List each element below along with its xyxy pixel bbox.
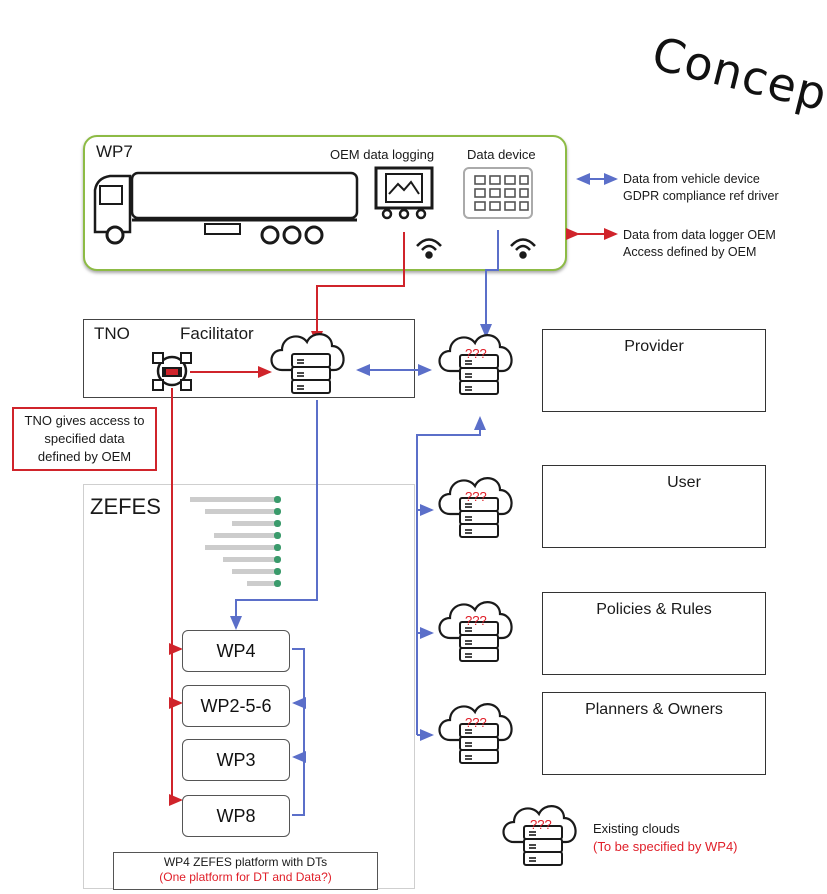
zefes-platform-note: WP4 ZEFES platform with DTs (One platfor… bbox=[113, 852, 378, 890]
access-note-line: specified data bbox=[44, 431, 125, 446]
existing-cloud-legend-icon bbox=[502, 805, 577, 867]
existing-cloud-icon bbox=[438, 703, 513, 765]
planners-panel[interactable]: Planners & Owners bbox=[542, 692, 766, 775]
zefes-label: ZEFES bbox=[90, 494, 161, 519]
facilitator-robot-icon bbox=[152, 352, 192, 391]
access-note-line: TNO gives access to bbox=[24, 413, 145, 428]
data-device-icon bbox=[463, 167, 533, 219]
existing-clouds-note: (To be specified by WP4) bbox=[593, 839, 738, 854]
tno-label: TNO bbox=[94, 324, 130, 343]
wp3-node[interactable]: WP3 bbox=[182, 739, 290, 781]
data-device-label: Data device bbox=[467, 147, 536, 162]
legend-blue-line: GDPR compliance ref driver bbox=[623, 189, 779, 203]
cloud-unknown-mark: ??? bbox=[465, 346, 487, 361]
planners-title: Planners & Owners bbox=[585, 701, 723, 718]
platform-line: WP4 ZEFES platform with DTs bbox=[163, 855, 328, 869]
tno-cloud-icon bbox=[270, 333, 345, 395]
existing-cloud-icon bbox=[438, 334, 513, 396]
legend-red-text: Data from data logger OEM Access defined… bbox=[623, 227, 776, 261]
provider-panel[interactable]: Provider bbox=[542, 329, 766, 412]
legend-red-line: Data from data logger OEM bbox=[623, 228, 776, 242]
policies-panel[interactable]: Policies & Rules bbox=[542, 592, 766, 675]
cloud-unknown-mark: ??? bbox=[530, 817, 552, 832]
existing-cloud-icon bbox=[438, 601, 513, 663]
wp4-node[interactable]: WP4 bbox=[182, 630, 290, 672]
hierarchy-bars-icon bbox=[190, 496, 281, 587]
cloud-unknown-mark: ??? bbox=[465, 489, 487, 504]
existing-cloud-icon bbox=[438, 477, 513, 539]
legend-blue-line: Data from vehicle device bbox=[623, 172, 760, 186]
existing-clouds-legend: Existing clouds (To be specified by WP4) bbox=[593, 820, 738, 856]
facilitator-label: Facilitator bbox=[180, 324, 254, 343]
wp8-node[interactable]: WP8 bbox=[182, 795, 290, 837]
user-panel[interactable]: User bbox=[542, 465, 766, 548]
provider-title: Provider bbox=[624, 338, 684, 355]
cloud-unknown-mark: ??? bbox=[465, 715, 487, 730]
oem-logger-icon bbox=[374, 166, 434, 220]
tno-facilitator-box bbox=[83, 319, 415, 398]
cloud-unknown-mark: ??? bbox=[465, 613, 487, 628]
user-title: User bbox=[667, 474, 701, 491]
wifi-icon bbox=[510, 238, 536, 259]
oem-logging-label: OEM data logging bbox=[330, 147, 435, 162]
wp2-5-6-node[interactable]: WP2-5-6 bbox=[182, 685, 290, 727]
truck-icon bbox=[93, 171, 359, 245]
policies-title: Policies & Rules bbox=[596, 601, 712, 618]
legend-blue-text: Data from vehicle device GDPR compliance… bbox=[623, 171, 779, 205]
access-note-line: defined by OEM bbox=[37, 449, 132, 464]
platform-question: (One platform for DT and Data?) bbox=[159, 870, 332, 884]
wifi-icon bbox=[416, 238, 442, 259]
existing-clouds-label: Existing clouds bbox=[593, 821, 680, 836]
tno-access-note: TNO gives access to specified data defin… bbox=[12, 407, 157, 471]
legend-red-line: Access defined by OEM bbox=[623, 245, 757, 259]
wp7-label: WP7 bbox=[96, 142, 133, 161]
